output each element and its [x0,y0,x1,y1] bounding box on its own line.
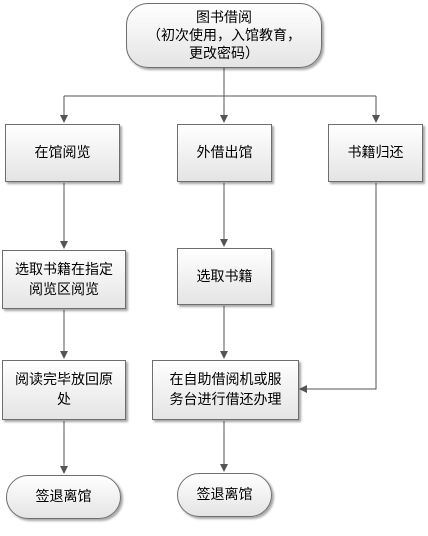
select-and-read-node: 选取书籍在指定 阅览区阅览 [2,250,126,309]
self-service-line1: 在自助借阅机或服 [169,372,282,388]
start-node: 图书借阅 （初次使用，入馆教育， 更改密码） [126,3,322,68]
return-books-label: 书籍归还 [347,145,404,161]
exit-middle-node: 签退离馆 [177,473,272,517]
read-in-library-label: 在馆阅览 [34,145,91,161]
return-books-node: 书籍归还 [328,124,423,182]
return-to-place-line2: 处 [57,392,71,408]
self-service-node: 在自助借阅机或服 务台进行借还办理 [152,360,299,420]
borrow-out-label: 外借出馆 [196,145,253,161]
select-books-label: 选取书籍 [196,268,253,285]
select-and-read-line1: 选取书籍在指定 [15,261,113,278]
start-node-line3: 更改密码） [189,45,259,62]
exit-middle-label: 签退离馆 [196,487,253,503]
select-books-node: 选取书籍 [177,248,272,305]
return-to-place-line1: 阅读完毕放回原 [15,372,113,388]
self-service-line2: 务台进行借还办理 [169,392,282,408]
exit-left-node: 签退离馆 [6,475,121,519]
start-node-line1: 图书借阅 [196,9,252,26]
connector-return-books-to-self-service [299,183,377,393]
select-and-read-line2: 阅览区阅览 [29,281,99,298]
start-node-line2: （初次使用，入馆教育， [147,27,301,44]
exit-left-label: 签退离馆 [35,489,92,505]
read-in-library-node: 在馆阅览 [5,124,120,182]
borrow-out-node: 外借出馆 [177,124,272,182]
return-to-place-node: 阅读完毕放回原 处 [2,360,126,420]
